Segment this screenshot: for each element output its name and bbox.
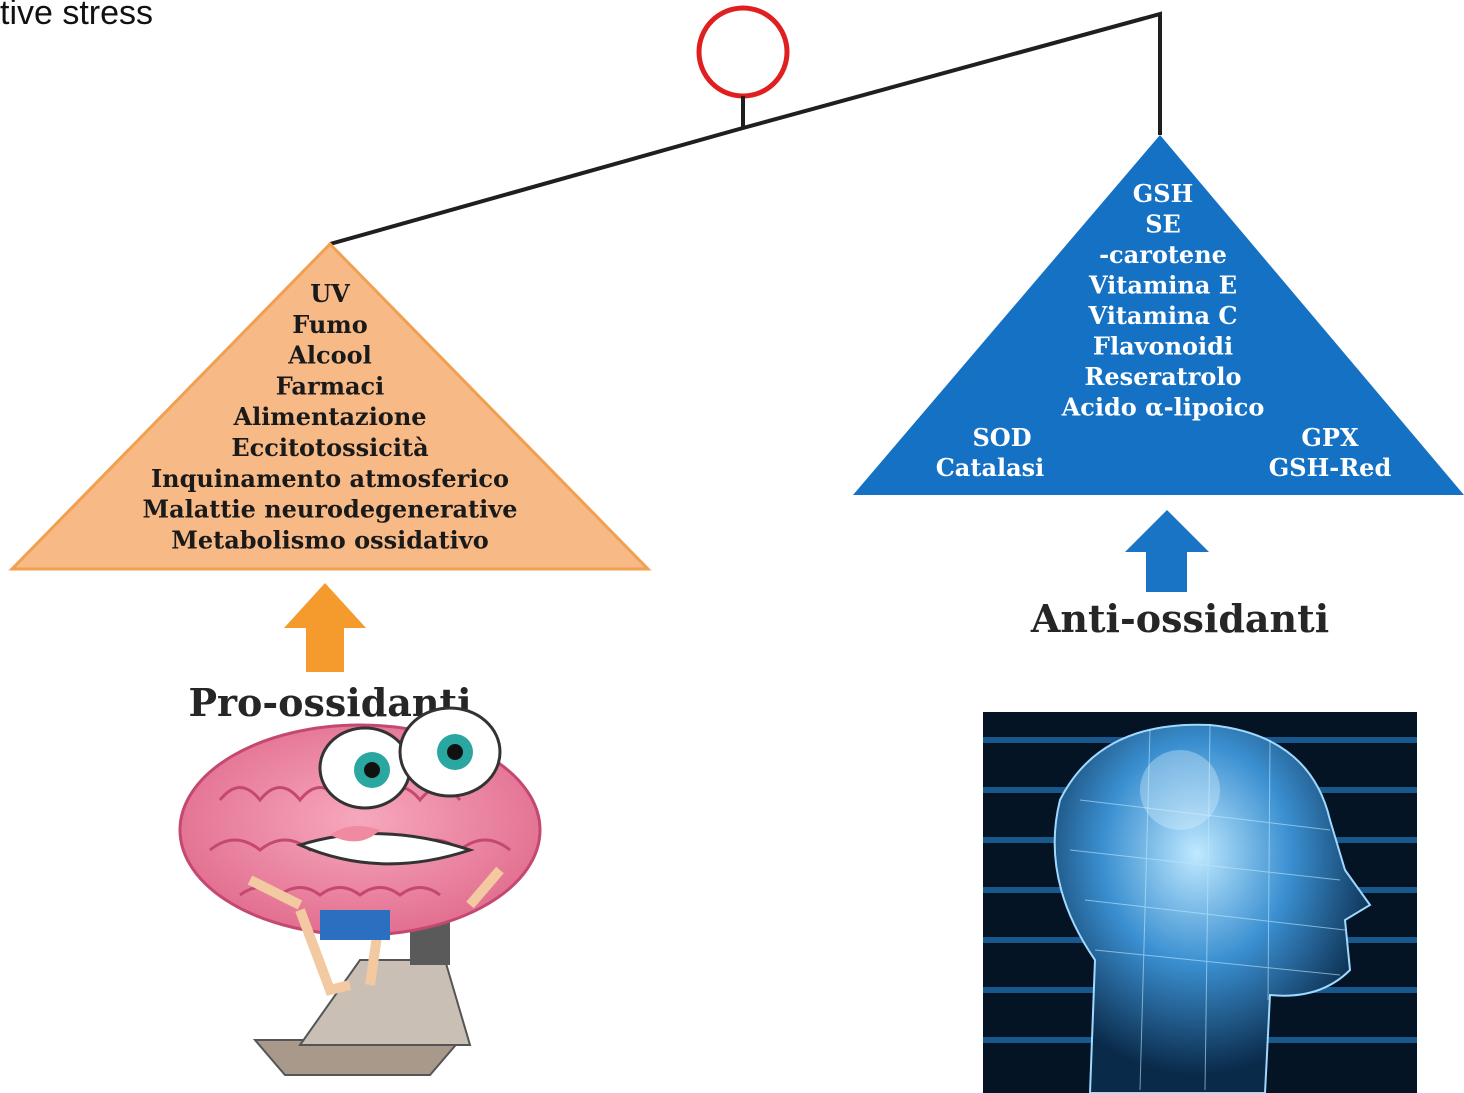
anti-oxidant-triangle xyxy=(853,135,1464,495)
pro-oxidant-item: Farmaci xyxy=(276,371,385,400)
anti-oxidant-item: Reseratrolo xyxy=(1084,362,1241,391)
wireframe-head-illustration xyxy=(983,712,1417,1093)
anti-right-item-1: GPX xyxy=(1301,423,1359,452)
pro-oxidant-item: Eccitotossicità xyxy=(231,433,428,462)
pro-oxidant-item: Metabolismo ossidativo xyxy=(171,525,488,554)
anti-left-item-2: Catalasi xyxy=(936,453,1045,482)
pro-oxidant-item: Alcool xyxy=(287,341,371,370)
pro-oxidant-triangle xyxy=(8,241,652,571)
anti-left-item-1: SOD xyxy=(972,423,1031,452)
pro-oxidant-item: Inquinamento atmosferico xyxy=(151,464,509,493)
balance-ring xyxy=(696,5,790,99)
pro-oxidant-item: UV xyxy=(310,279,350,308)
anti-oxidant-item: SE xyxy=(1145,210,1181,239)
anti-oxidant-item: -carotene xyxy=(1099,240,1227,269)
pro-arrow-up-icon xyxy=(284,583,366,672)
pro-oxidant-item: Alimentazione xyxy=(232,402,426,431)
pro-oxidant-items: UVFumoAlcoolFarmaciAlimentazioneEccitoto… xyxy=(143,279,518,554)
balance-beam xyxy=(329,11,1162,246)
pro-oxidant-item: Malattie neurodegenerative xyxy=(143,495,518,524)
anti-oxidant-item: GSH xyxy=(1133,179,1194,208)
pro-oxidant-item: Fumo xyxy=(292,310,367,339)
title-fragment: tive stress xyxy=(0,0,153,32)
anti-right-item-2: GSH-Red xyxy=(1269,453,1392,482)
cartoon-brain-bike-illustration xyxy=(178,706,542,1076)
anti-oxidant-item: Vitamina E xyxy=(1088,271,1237,300)
anti-oxidant-item: Acido α-lipoico xyxy=(1061,393,1265,422)
anti-oxidant-item: Flavonoidi xyxy=(1093,332,1233,361)
anti-arrow-up-icon xyxy=(1125,510,1209,592)
anti-oxidant-label: Anti-ossidanti xyxy=(1030,596,1329,641)
anti-oxidant-item: Vitamina C xyxy=(1088,301,1238,330)
